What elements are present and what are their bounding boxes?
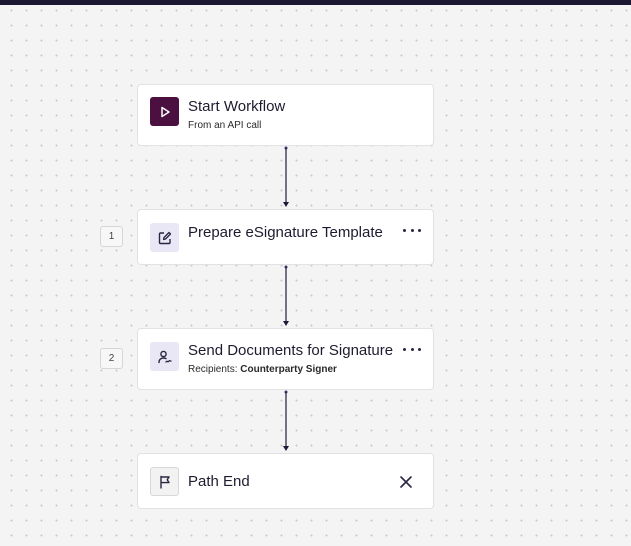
connector-arrow [283,146,289,207]
step-card-send-documents[interactable]: Send Documents for Signature Recipients:… [137,328,434,390]
play-icon [150,97,179,126]
flag-icon [150,467,179,496]
start-workflow-card[interactable]: Start Workflow From an API call [137,84,434,146]
start-workflow-subtitle: From an API call [188,120,262,131]
connector-arrow [283,265,289,326]
step-number-badge: 2 [100,348,123,369]
close-icon[interactable] [399,475,413,489]
start-workflow-title: Start Workflow [188,98,286,115]
edit-document-icon [150,223,179,252]
more-options-icon[interactable] [403,343,421,355]
path-end-title: Path End [188,473,250,490]
step-title: Send Documents for Signature [188,342,394,359]
user-sign-icon [150,342,179,371]
more-options-icon[interactable] [403,224,421,236]
recipients-line: Recipients: Counterparty Signer [188,364,337,375]
step-card-prepare-template[interactable]: Prepare eSignature Template [137,209,434,265]
recipients-value: Counterparty Signer [240,364,337,375]
connector-arrow [283,390,289,451]
step-title: Prepare eSignature Template [188,224,383,241]
step-number-badge: 1 [100,226,123,247]
top-bar [0,0,631,5]
path-end-card[interactable]: Path End [137,453,434,509]
recipients-label: Recipients: [188,364,238,375]
